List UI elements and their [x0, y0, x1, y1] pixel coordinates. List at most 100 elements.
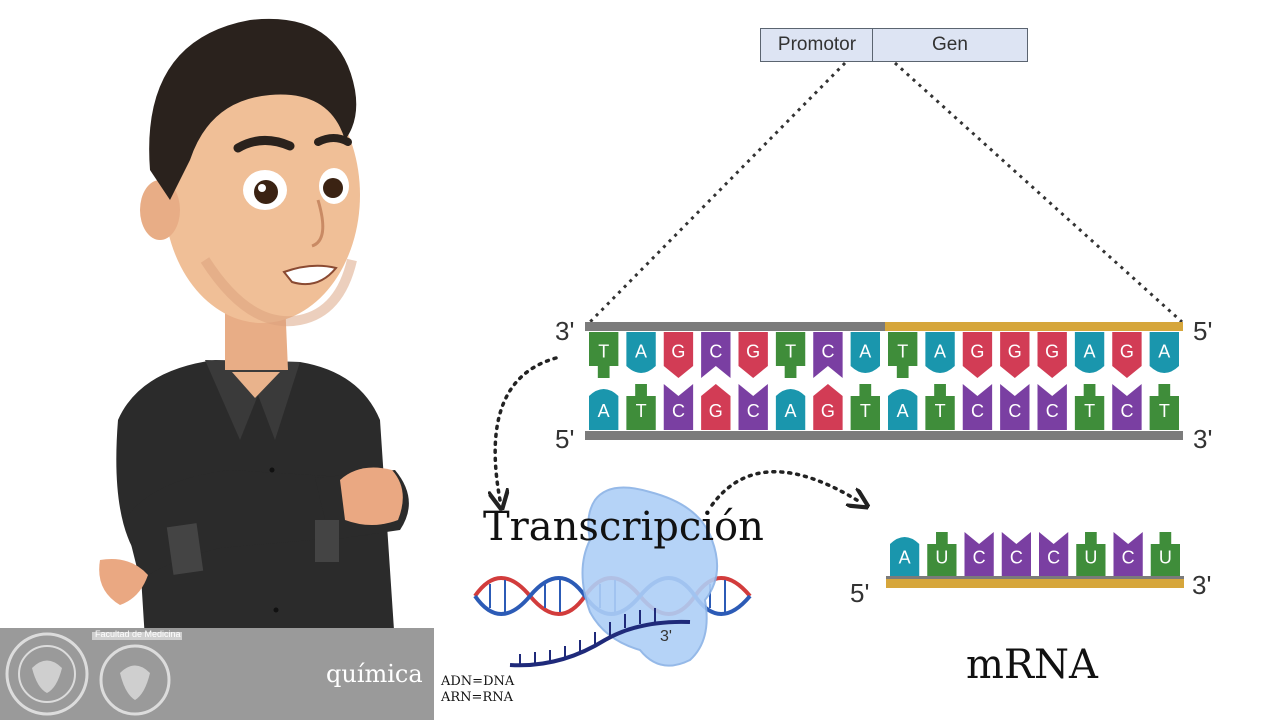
university-seal-icon [5, 632, 89, 716]
dna-top-base-block [888, 332, 918, 378]
dna-top-base-block [813, 332, 843, 378]
dna-bottom-right-end: 3' [1193, 424, 1213, 454]
dna-bottom-base-letter: T [935, 401, 946, 421]
dna-top-base-letter: A [934, 341, 946, 361]
dna-top-backbone-gray [585, 322, 885, 331]
dna-bottom-base-block [850, 384, 880, 430]
mrna-base-block [927, 532, 957, 576]
mrna-base-block [1039, 532, 1069, 576]
dna-top-base-letter: T [897, 341, 908, 361]
legend-line-dna: ADN=DNA [441, 674, 515, 689]
dna-bottom-base-block [626, 384, 656, 430]
mrna-base-block [890, 537, 920, 576]
dna-bottom-base-letter: T [860, 401, 871, 421]
dna-top-base-letter: A [1158, 341, 1170, 361]
faculty-text: Facultad de Medicina [95, 629, 181, 639]
mrna-base-block [1076, 532, 1106, 576]
dna-bottom-base-block [1149, 384, 1179, 430]
arrow-dna-to-transcription [495, 356, 558, 500]
dna-top-base-letter: A [859, 341, 871, 361]
mrna-base-letter: C [1010, 548, 1023, 568]
dna-top-base-letter: G [1120, 341, 1134, 361]
dna-bottom-base-block [925, 384, 955, 430]
arrow-transcription-to-mrna [710, 470, 860, 505]
mrna-base-letter: C [973, 548, 986, 568]
mrna-base-letter: C [1047, 548, 1060, 568]
dna-bottom-base-letter: A [897, 401, 909, 421]
dna-bottom-base-letter: T [636, 401, 647, 421]
dna-bottom-base-block [738, 384, 768, 430]
dna-bottom-base-letter: T [1084, 401, 1095, 421]
dna-top-base-letter: G [1008, 341, 1022, 361]
mrna-right-end: 3' [1192, 570, 1212, 600]
dna-bottom-left-end: 5' [555, 424, 575, 454]
dna-top-base-letter: A [635, 341, 647, 361]
dna-bottom-base-letter: C [1008, 401, 1021, 421]
rna-strand-end: 3' [660, 628, 672, 645]
dna-top-base-block [1149, 332, 1179, 373]
mrna-left-end: 5' [850, 578, 870, 608]
transcription-label: Transcripción [483, 504, 764, 550]
dna-top-right-end: 5' [1193, 316, 1213, 346]
mrna-base-letter: U [935, 548, 948, 568]
dna-bottom-base-letter: G [709, 401, 723, 421]
dna-top-base-block [738, 332, 768, 378]
dna-bottom-base-block [1000, 384, 1030, 430]
dna-bottom-base-letter: T [1159, 401, 1170, 421]
mrna-label: mRNA [966, 642, 1098, 688]
dna-bottom-backbone [585, 431, 1183, 440]
dna-bottom-base-letter: C [971, 401, 984, 421]
dna-bottom-base-block [962, 384, 993, 430]
dna-top-base-block [589, 332, 619, 378]
dna-bottom-base-block [1037, 384, 1067, 430]
mrna-backbone [886, 578, 1184, 588]
dna-bottom-base-block [888, 389, 918, 430]
dna-bottom-base-block [813, 384, 843, 430]
dna-top-base-letter: G [671, 341, 685, 361]
dna-bottom-base-block [1074, 384, 1105, 430]
dna-bottom-base-letter: C [1046, 401, 1059, 421]
dna-top-base-letter: G [1045, 341, 1059, 361]
rna-strand-icon [509, 608, 691, 668]
dna-bottom-base-letter: A [598, 401, 610, 421]
mrna-base-block [1113, 532, 1143, 576]
mrna-base-letter: C [1122, 548, 1135, 568]
mrna-base-letter: A [899, 548, 911, 568]
dna-top-base-letter: C [821, 341, 834, 361]
dna-top-base-letter: A [1084, 341, 1096, 361]
mrna-base-block [1150, 532, 1180, 576]
dna-top-base-letter: G [970, 341, 984, 361]
dna-top-left-end: 3' [555, 316, 575, 346]
promoter-box: Promotor [760, 28, 874, 62]
dna-bottom-base-letter: A [785, 401, 797, 421]
dna-top-base-block [925, 332, 955, 373]
dna-bottom-base-letter: C [1120, 401, 1133, 421]
department-text: química [326, 660, 423, 688]
dna-top-base-letter: T [785, 341, 796, 361]
dna-bottom-base-block [1112, 384, 1142, 430]
dna-bottom-base-block [589, 389, 619, 430]
zoom-line-left [588, 61, 847, 324]
mrna-backbone-edge [886, 576, 1184, 579]
dna-bottom-base-letter: C [672, 401, 685, 421]
zoom-line-right [893, 61, 1184, 324]
faculty-seal-icon [92, 632, 182, 716]
dna-top-base-block [1037, 332, 1067, 378]
dna-bottom-base-letter: C [747, 401, 760, 421]
mrna-base-letter: U [1159, 548, 1172, 568]
mrna-base-block [1001, 532, 1031, 576]
dna-top-base-block [850, 332, 880, 373]
dna-top-base-block [775, 332, 806, 378]
dna-top-base-letter: G [746, 341, 760, 361]
dna-top-base-block [1000, 332, 1030, 378]
dna-top-backbone-promoter [885, 322, 1183, 331]
gene-box: Gen [872, 28, 1028, 62]
dna-bottom-base-letter: G [821, 401, 835, 421]
dna-top-base-letter: C [709, 341, 722, 361]
legend: ADN=DNA ARN=RNA [441, 674, 514, 706]
dna-top-base-block [1074, 332, 1105, 373]
dna-top-base-block [663, 332, 694, 378]
